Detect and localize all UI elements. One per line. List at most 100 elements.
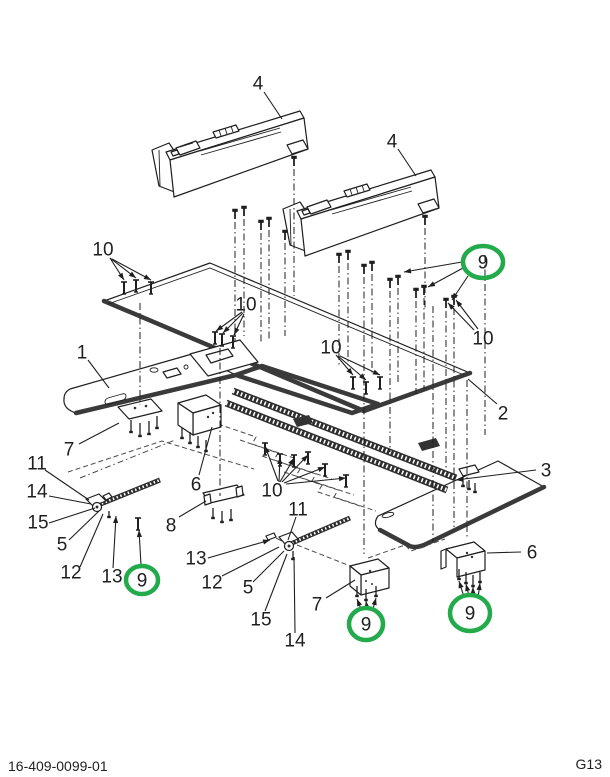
slot-frame [233, 363, 381, 416]
page-code: G13 [576, 756, 603, 772]
screw [241, 205, 247, 209]
highlight-circle [123, 563, 161, 597]
callout-label-11: 11 [27, 454, 47, 475]
callout-label-13: 13 [185, 549, 206, 570]
callout-label-6: 6 [191, 475, 202, 496]
leader-arrowhead [428, 281, 436, 287]
roller-assembly-left [85, 477, 161, 513]
center-lines [139, 255, 486, 542]
callout-label-4: 4 [387, 132, 398, 153]
leader-arrowhead [128, 271, 136, 278]
leader-arrowhead [223, 326, 230, 333]
screw [291, 155, 297, 159]
callout-label-1: 1 [77, 343, 88, 364]
roller-assembly-center [265, 515, 351, 552]
callout-label-15: 15 [250, 610, 271, 631]
leader-arrowhead [136, 530, 142, 538]
leader-lines [44, 91, 537, 634]
screw [422, 214, 428, 218]
riser-bracket-right-6 [440, 541, 486, 578]
callout-label-10: 10 [235, 295, 256, 316]
screw [395, 274, 401, 278]
leader-arrowhead [456, 300, 463, 308]
leader-arrowhead [277, 457, 283, 465]
callout-label-10: 10 [261, 481, 282, 502]
callout-label-9: 9 [465, 604, 476, 625]
callout-label-4: 4 [253, 74, 264, 95]
callout-label-5: 5 [57, 535, 68, 556]
leader-arrowhead [358, 373, 366, 380]
highlight-circle [460, 243, 506, 281]
leader-arrowhead [288, 458, 294, 466]
leader-arrowhead [357, 599, 363, 607]
leader-arrowhead [234, 327, 240, 335]
leader-arrowhead [458, 581, 464, 589]
leader-arrowhead [216, 324, 224, 331]
seat-track [224, 387, 458, 494]
screw [421, 284, 427, 288]
latch-handle [170, 140, 201, 157]
callout-label-15: 15 [27, 513, 48, 534]
screw [387, 277, 393, 281]
leader-arrowhead [262, 539, 270, 545]
sill-bar-upper [151, 110, 309, 198]
strap-bracket [202, 484, 245, 506]
screw [443, 297, 449, 301]
leader-arrowhead [113, 516, 119, 524]
leader-arrowhead [346, 367, 353, 375]
callout-label-9: 9 [137, 571, 148, 592]
callout-label-14: 14 [284, 631, 306, 652]
leader-arrowhead [301, 455, 308, 462]
riser-bracket-right-7 [349, 558, 390, 596]
leader-arrowhead [143, 274, 151, 280]
callout-label-8: 8 [166, 516, 177, 537]
screw [345, 249, 351, 253]
callout-label-13: 13 [101, 567, 122, 588]
callout-label-12: 12 [201, 573, 222, 594]
callout-label-10: 10 [320, 338, 341, 359]
screw [282, 229, 288, 233]
callout-label-7: 7 [312, 595, 323, 616]
riser-bracket-left [177, 394, 222, 436]
clip [212, 124, 240, 139]
callout-label-9: 9 [361, 615, 372, 636]
leader-arrowhead [448, 303, 455, 310]
callout-label-10: 10 [472, 329, 493, 350]
callout-label-9: 9 [478, 253, 489, 274]
leader-arrowhead [404, 268, 412, 274]
screw [361, 263, 367, 267]
callout-label-12: 12 [60, 563, 81, 584]
phantom-outlines [67, 423, 446, 574]
floor-panel-left [63, 353, 239, 416]
sill-bar-lower [282, 169, 440, 257]
leader-arrowhead [371, 598, 377, 606]
latch-handle [301, 199, 332, 216]
center-platform [189, 339, 259, 377]
leader-arrowhead [476, 583, 482, 591]
callout-label-5: 5 [243, 578, 254, 599]
screw [258, 219, 264, 223]
highlight-circle [447, 592, 493, 634]
leader-arrowhead [456, 476, 464, 482]
screw [266, 216, 272, 220]
screw [336, 252, 342, 256]
screw [232, 208, 238, 212]
callout-label-2: 2 [498, 404, 509, 425]
leader-arrowhead [372, 369, 380, 375]
callout-label-6: 6 [527, 543, 538, 564]
callout-label-11: 11 [288, 500, 308, 521]
leader-arrowhead [317, 467, 325, 472]
leader-arrowhead [452, 292, 459, 300]
leader-arrowhead [470, 587, 476, 594]
highlight-circle [346, 605, 386, 643]
leader-arrowhead [338, 476, 346, 482]
callout-label-10: 10 [92, 240, 113, 261]
callout-label-7: 7 [64, 440, 75, 461]
floor-panel-rear [374, 460, 547, 550]
screw [369, 260, 375, 264]
callout-label-14: 14 [26, 482, 48, 503]
mount-plate-left [117, 398, 163, 420]
